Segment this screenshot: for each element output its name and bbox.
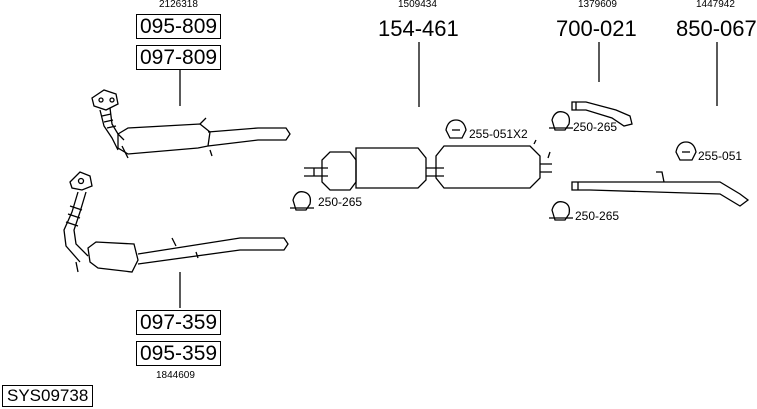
front-pipe-catalyst-lower [63, 171, 289, 273]
intermediate-pipe [571, 101, 633, 127]
part-number[interactable]: 850-067 [676, 16, 757, 41]
clamp-1 [290, 191, 314, 211]
reference-number: 1844609 [156, 370, 195, 381]
hanger-rubber-double [445, 119, 467, 139]
reference-number: 2126318 [159, 0, 198, 10]
front-pipe-catalyst-upper [91, 89, 291, 159]
part-number[interactable]: 700-021 [556, 16, 637, 41]
middle-rear-silencer [304, 139, 552, 191]
reference-number: 1509434 [398, 0, 437, 10]
hanger-rubber-single [675, 141, 697, 161]
accessory-label[interactable]: 250-265 [575, 209, 620, 223]
accessory-label[interactable]: 250-265 [573, 120, 618, 134]
clamp-3 [549, 201, 573, 221]
part-number-box[interactable]: 095-809 [136, 14, 222, 39]
part-number[interactable]: 154-461 [378, 16, 459, 41]
accessory-label[interactable]: 255-051 [698, 149, 743, 163]
accessory-label[interactable]: 255-051X2 [469, 127, 528, 141]
clamp-2 [549, 111, 573, 131]
part-number-box[interactable]: 095-359 [136, 341, 222, 366]
part-number-box[interactable]: 097-359 [136, 310, 222, 335]
tail-pipe [571, 171, 750, 207]
reference-number: 1379609 [578, 0, 617, 10]
accessory-label[interactable]: 250-265 [318, 195, 363, 209]
part-number-box[interactable]: 097-809 [136, 45, 222, 70]
system-code-box: SYS09738 [2, 385, 94, 407]
reference-number: 1447942 [696, 0, 735, 10]
